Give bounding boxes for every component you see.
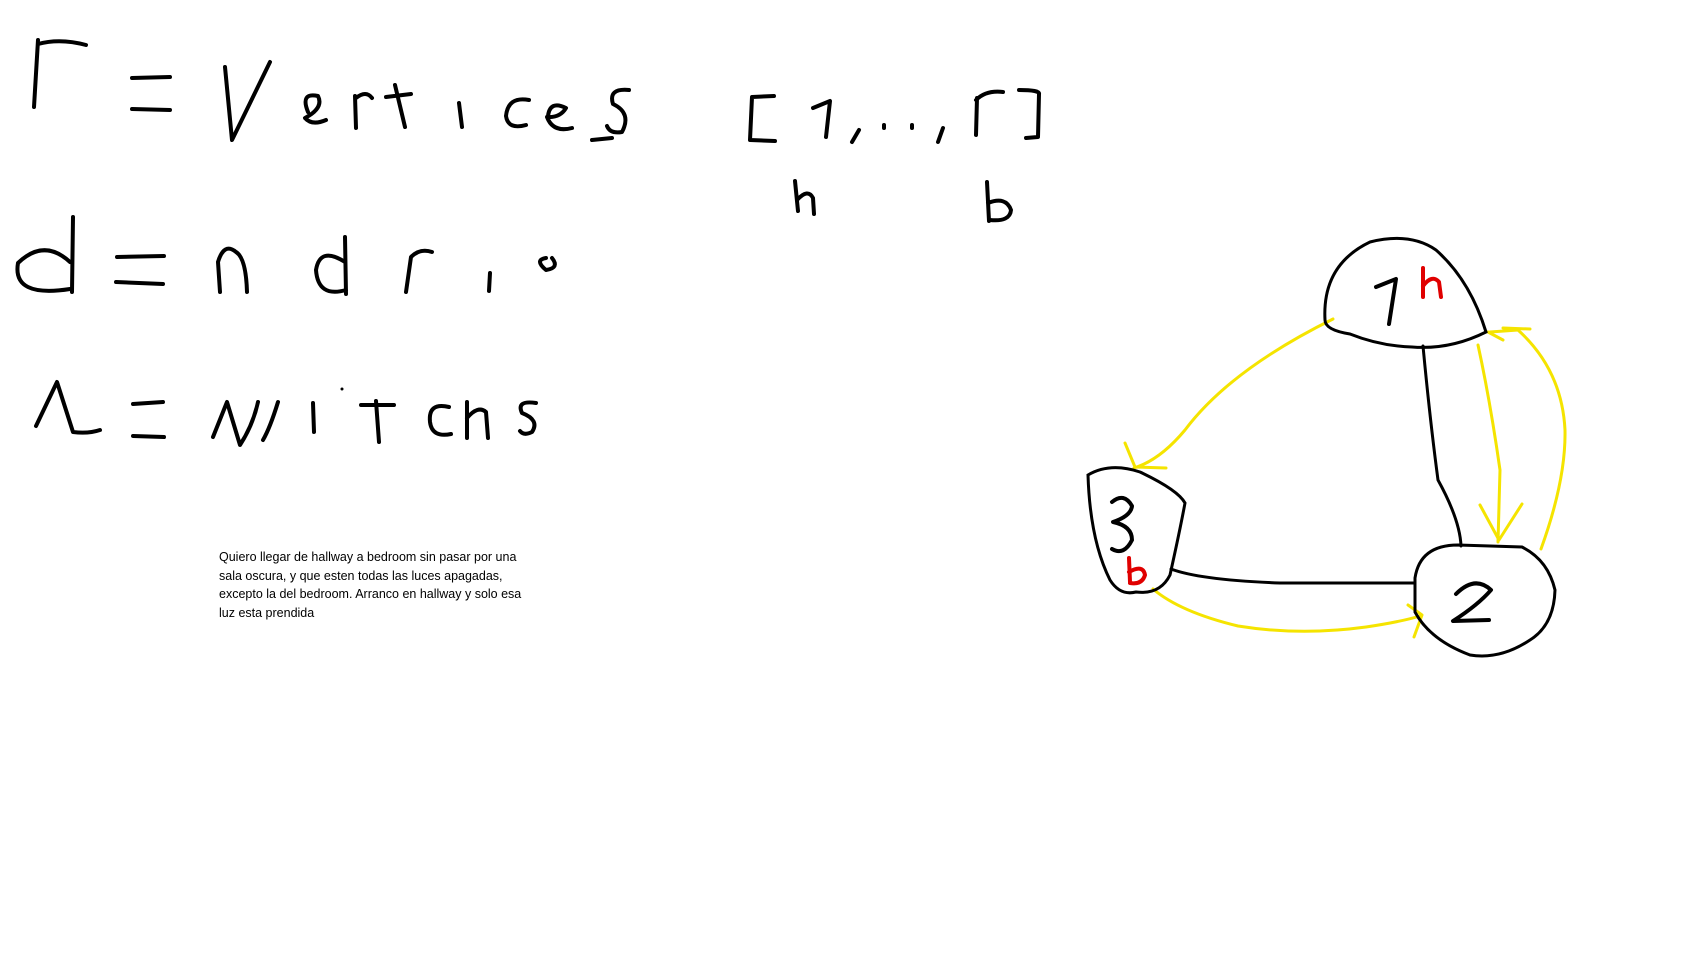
graph-edges bbox=[1169, 344, 1463, 585]
range-notation bbox=[748, 88, 1041, 144]
arrowhead-at-2-top bbox=[1478, 502, 1524, 542]
node-label-1 bbox=[1374, 277, 1398, 326]
arrowhead-at-2-left bbox=[1406, 603, 1424, 639]
node-tag-b bbox=[1127, 556, 1147, 586]
node-label-3 bbox=[1110, 495, 1134, 554]
node-1-outline bbox=[1323, 236, 1488, 349]
node-label-2 bbox=[1451, 581, 1493, 623]
note-line: luz esta prendida bbox=[219, 605, 315, 620]
node-tag-h bbox=[1421, 266, 1443, 299]
node-labels bbox=[1110, 266, 1493, 623]
switch-arrow-2-to-1 bbox=[1488, 328, 1567, 551]
switch-arrows bbox=[1123, 317, 1567, 639]
arrowhead-at-3 bbox=[1123, 441, 1168, 470]
switch-arrow-1-to-2 bbox=[1476, 343, 1502, 544]
node-2-outline bbox=[1413, 543, 1557, 658]
definition-nodes bbox=[15, 215, 557, 296]
note-line: excepto la del bedroom. Arranco en hallw… bbox=[219, 587, 522, 601]
problem-note: Quiero llegar de hallway a bedroom sin p… bbox=[219, 548, 549, 622]
node-3-outline bbox=[1086, 466, 1187, 595]
edge-3-2 bbox=[1169, 567, 1417, 585]
graph-nodes bbox=[1086, 236, 1557, 658]
switch-arrow-1-to-3 bbox=[1132, 317, 1335, 470]
switch-arrow-3-to-2 bbox=[1151, 587, 1422, 633]
note-line: sala oscura, y que esten todas las luces… bbox=[219, 568, 503, 583]
range-labels bbox=[793, 179, 1013, 223]
definition-vertices bbox=[32, 38, 631, 142]
note-line: Quiero llegar de hallway a bedroom sin p… bbox=[219, 550, 517, 564]
stray-dot bbox=[340, 387, 344, 391]
arrowhead-at-1 bbox=[1486, 326, 1532, 342]
edge-1-2 bbox=[1421, 344, 1463, 548]
definition-switchs bbox=[34, 380, 538, 447]
